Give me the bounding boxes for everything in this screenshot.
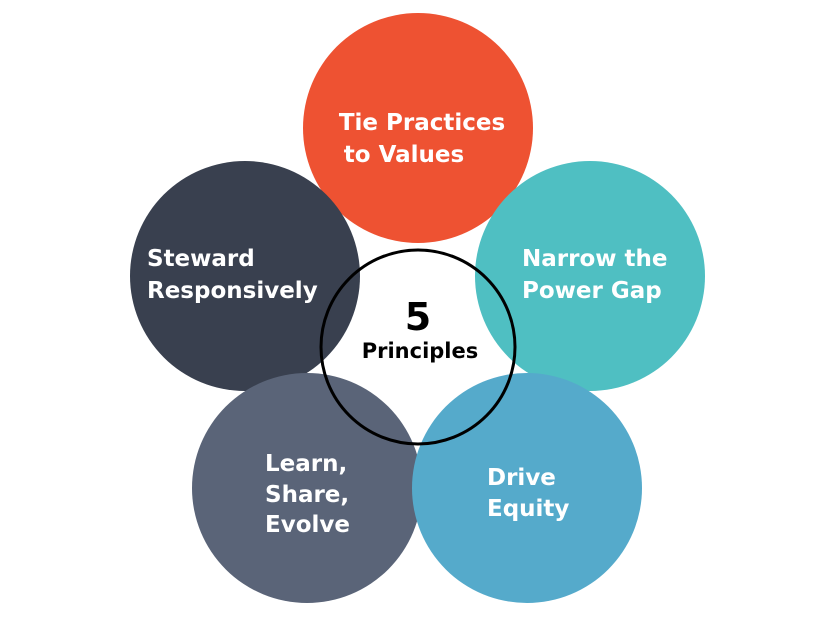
- principle-circle-slate: [192, 373, 422, 603]
- principle-tie-practices: Tie Practices to Values: [303, 13, 533, 243]
- principle-drive-equity: Drive Equity: [412, 373, 642, 603]
- principle-circle-navy: [130, 161, 360, 391]
- principle-circle-orange: [303, 13, 533, 243]
- center-outline-circle: [319, 248, 517, 446]
- principle-narrow-power-gap: Narrow the Power Gap: [475, 161, 705, 391]
- principle-steward-responsively: Steward Responsively: [130, 161, 360, 391]
- principle-circle-teal: [475, 161, 705, 391]
- principle-label-line: Tie Practices: [339, 110, 505, 136]
- principle-label-line: Power Gap: [522, 278, 662, 304]
- principle-label-line: Steward: [147, 246, 255, 272]
- principle-label-line: to Values: [344, 142, 464, 168]
- principle-label-line: Equity: [487, 496, 569, 522]
- principle-label-line: Share,: [265, 482, 349, 508]
- principle-label-line: Narrow the: [522, 246, 667, 272]
- principle-label-line: Learn,: [265, 451, 347, 477]
- principle-label-line: Drive: [487, 465, 556, 491]
- principle-label-line: Evolve: [265, 512, 350, 538]
- center-number: 5: [405, 295, 431, 339]
- principle-learn-share-evolve: Learn, Share, Evolve: [192, 373, 422, 603]
- center-label: Principles: [362, 339, 479, 363]
- center-hub: 5 Principles: [319, 248, 517, 446]
- principle-label-line: Responsively: [147, 278, 318, 304]
